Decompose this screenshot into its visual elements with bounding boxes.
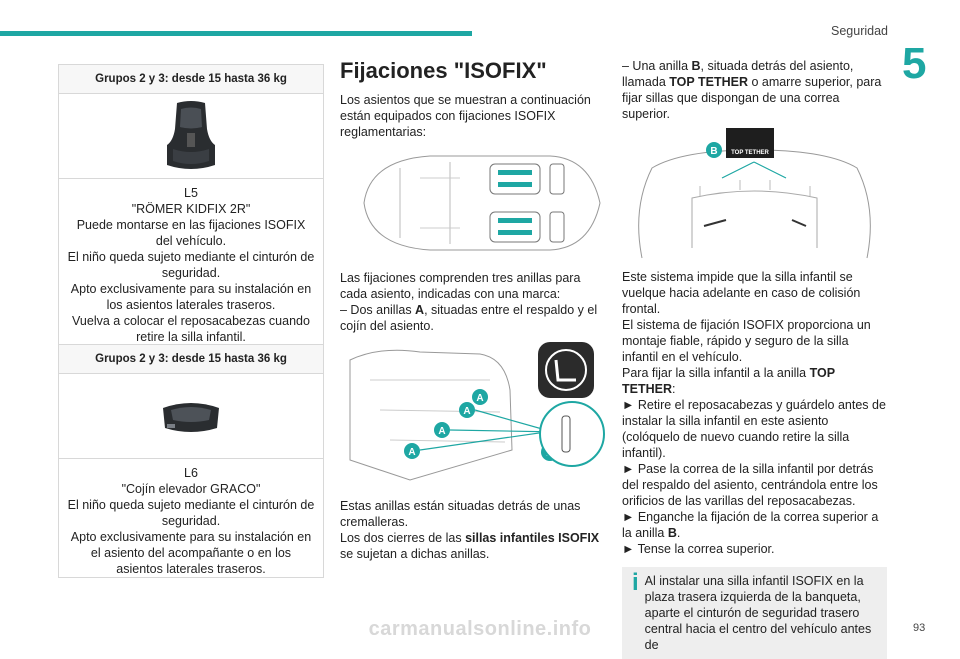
watermark: carmanualsonline.info — [368, 618, 592, 640]
seat-note: El niño queda sujeto mediante el cinturó… — [67, 250, 315, 280]
seat-name: "RÖMER KIDFIX 2R" — [131, 202, 251, 216]
isofix-rings-diagram: A A A A A — [349, 342, 605, 481]
seat-note: Apto exclusivamente para su instalación … — [70, 530, 312, 576]
card-header: Grupos 2 y 3: desde 15 hasta 36 kg — [59, 345, 323, 374]
info-icon: i — [632, 569, 639, 596]
top-tether-label: TOP TETHER — [731, 150, 769, 156]
ring-label: A — [476, 393, 483, 404]
header-accent-bar — [0, 31, 472, 36]
seat-note: Puede montarse en las fijaciones ISOFIX … — [76, 218, 306, 248]
rings-intro: Las fijaciones comprenden tres anillas p… — [340, 271, 581, 301]
chapter-number: 5 — [902, 39, 927, 88]
seat-code: L5 — [184, 186, 198, 200]
info-text: Al instalar una silla infantil ISOFIX en… — [644, 574, 872, 652]
closing-text-1: Estas anillas están situadas detrás de u… — [340, 499, 581, 529]
paragraph: El sistema de fijación ISOFIX proporcion… — [622, 318, 871, 364]
card-header: Grupos 2 y 3: desde 15 hasta 36 kg — [59, 65, 323, 94]
top-tether-section: – Una anilla B, situada detrás del asien… — [622, 58, 887, 659]
child-seat-image — [59, 374, 323, 459]
step: ► Enganche la fijación de la correa supe… — [622, 510, 879, 540]
seat-note: El niño queda sujeto mediante el cinturó… — [67, 498, 315, 528]
ring-label: B — [710, 146, 717, 157]
card-body: L6 "Cojín elevador GRACO" El niño queda … — [59, 459, 323, 577]
page-title: Fijaciones "ISOFIX" — [340, 58, 547, 83]
section-title: Seguridad — [831, 24, 888, 38]
booster-cushion-icon — [163, 403, 219, 432]
isofix-section: Fijaciones "ISOFIX" Los asientos que se … — [340, 58, 605, 562]
seat-note: Apto exclusivamente para su instalación … — [70, 282, 312, 312]
rings-a-text: – Dos anillas A, situadas entre el respa… — [340, 303, 598, 333]
step: ► Pase la correa de la silla infantil po… — [622, 462, 878, 508]
car-top-view-diagram — [363, 155, 601, 251]
child-seat-image — [59, 94, 323, 179]
seat-note: Vuelva a colocar el reposacabezas cuando… — [72, 314, 310, 344]
info-note: i Al instalar una silla infantil ISOFIX … — [622, 567, 887, 659]
page-number: 93 — [913, 622, 926, 634]
top-tether-diagram: B TOP TETHER — [638, 128, 871, 259]
step: ► Tense la correa superior. — [622, 542, 775, 556]
step: ► Retire el reposacabezas y guárdelo ant… — [622, 398, 886, 460]
child-seat-card-l5: Grupos 2 y 3: desde 15 hasta 36 kg L5 "R… — [58, 64, 324, 346]
paragraph: Este sistema impide que la silla infanti… — [622, 270, 861, 316]
child-seat-card-l6: Grupos 2 y 3: desde 15 hasta 36 kg L6 "C… — [58, 344, 324, 578]
seat-code: L6 — [184, 466, 198, 480]
seat-name: "Cojín elevador GRACO" — [121, 482, 261, 496]
ring-label: A — [463, 406, 470, 417]
ring-label: A — [408, 447, 415, 458]
closing-text-2: Los dos cierres de las sillas infantiles… — [340, 531, 600, 561]
paragraph: Para fijar la silla infantil a la anilla… — [622, 366, 835, 396]
ring-label: A — [438, 426, 445, 437]
intro-text: Los asientos que se muestran a continuac… — [340, 93, 591, 139]
card-body: L5 "RÖMER KIDFIX 2R" Puede montarse en l… — [59, 179, 323, 345]
booster-seat-highback-icon — [167, 101, 215, 169]
ring-b-text: – Una anilla B, situada detrás del asien… — [622, 59, 882, 121]
